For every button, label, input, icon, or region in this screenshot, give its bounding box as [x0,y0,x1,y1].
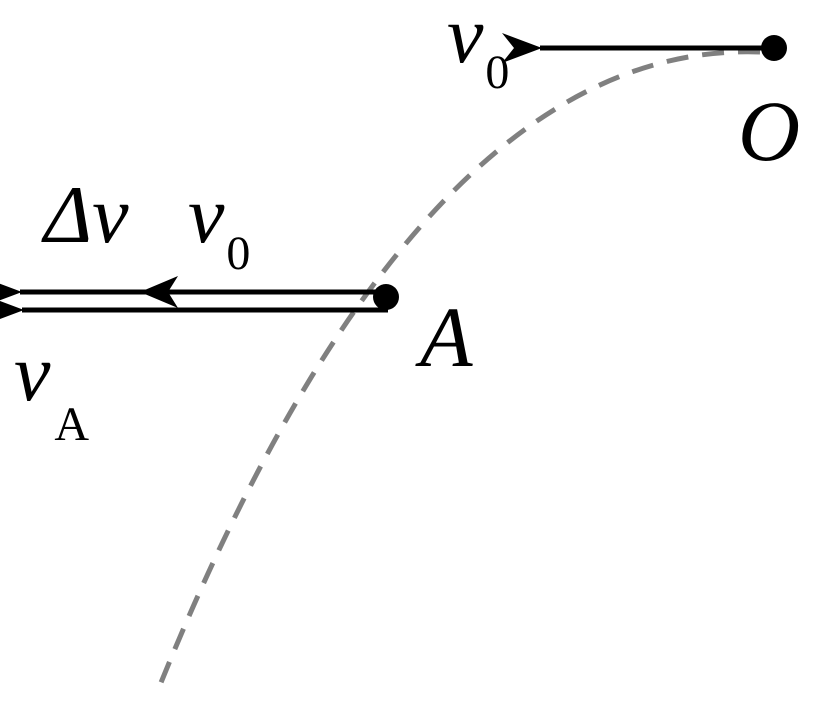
point-a-dot [373,284,399,310]
point-o-dot [761,35,787,61]
point-a-label: A [415,289,473,385]
v0-mid-label: v0 [188,169,250,280]
delta-v-label: Δv [41,169,129,260]
v0-top-label: v0 [447,0,509,99]
v0-arrowhead-mid [140,276,178,308]
va-label: vA [14,327,89,451]
trajectory-curve [155,49,761,691]
point-o-label: O [738,83,800,179]
